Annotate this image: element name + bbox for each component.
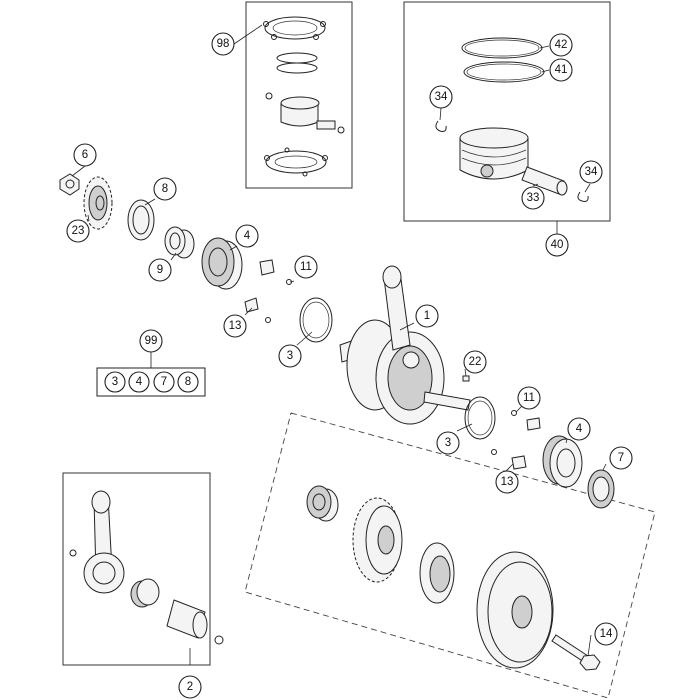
cylinder-head-gasket: [263, 16, 326, 40]
svg-text:2: 2: [187, 681, 193, 693]
crankshaft: [339, 265, 471, 425]
callout-14[interactable]: 14: [594, 622, 618, 646]
piston-ring-42: [461, 37, 543, 59]
svg-text:99: 99: [145, 335, 158, 347]
piston-kit-frame: [403, 1, 611, 222]
callout-6[interactable]: 6: [73, 143, 97, 167]
svg-text:7: 7: [161, 376, 167, 388]
kit-99-item-3[interactable]: 3: [104, 371, 126, 393]
rotor-bolt-14: [551, 634, 601, 671]
spacer-9: [164, 226, 195, 259]
primary-gear: [352, 497, 403, 583]
seal-ring-7: [587, 469, 615, 509]
gasket-rings: [276, 52, 318, 74]
crank-pin: [166, 599, 224, 645]
svg-text:1: 1: [424, 310, 430, 322]
callout-99[interactable]: 99: [139, 329, 163, 353]
shim-ring-3-right: [464, 396, 496, 440]
kit-99-item-4[interactable]: 4: [128, 371, 150, 393]
callout-22[interactable]: 22: [463, 350, 487, 374]
callout-11-left[interactable]: 11: [294, 255, 318, 279]
callout-34-right[interactable]: 34: [579, 160, 603, 184]
svg-text:6: 6: [82, 149, 88, 161]
callout-2[interactable]: 2: [178, 675, 202, 699]
callout-98[interactable]: 98: [211, 32, 235, 56]
connecting-rod: [69, 490, 125, 594]
leader-lines: [71, 24, 607, 665]
svg-text:3: 3: [287, 350, 293, 362]
callout-40[interactable]: 40: [545, 233, 569, 257]
conrod-kit-frame: [62, 472, 211, 666]
callout-13-left[interactable]: 13: [223, 314, 247, 338]
piston: [459, 127, 529, 180]
bearing-shells-right: [491, 410, 541, 470]
callout-3-left[interactable]: 3: [278, 344, 302, 368]
callout-33[interactable]: 33: [521, 186, 545, 210]
callout-1[interactable]: 1: [415, 304, 439, 328]
svg-text:41: 41: [555, 64, 568, 76]
seal-ring-8: [127, 199, 155, 241]
svg-text:9: 9: [157, 264, 163, 276]
svg-text:11: 11: [300, 261, 312, 273]
primary-gear-group-frame: [244, 412, 656, 699]
callout-41[interactable]: 41: [549, 58, 573, 82]
callout-34-left[interactable]: 34: [429, 85, 453, 109]
svg-text:23: 23: [72, 225, 85, 237]
callout-11-right[interactable]: 11: [517, 386, 541, 410]
callout-4-left[interactable]: 4: [235, 224, 259, 248]
conrod-bearing: [130, 578, 160, 608]
bearing-4-right: [542, 435, 583, 488]
svg-text:4: 4: [136, 376, 143, 388]
needle-bearing: [306, 485, 339, 522]
callout-42[interactable]: 42: [549, 33, 573, 57]
callout-23[interactable]: 23: [66, 219, 90, 243]
svg-text:13: 13: [501, 476, 514, 488]
svg-text:11: 11: [523, 392, 535, 404]
svg-text:14: 14: [600, 628, 613, 640]
callout-4-right[interactable]: 4: [567, 417, 591, 441]
cylinder-base-gasket: [264, 147, 328, 177]
callout-7[interactable]: 7: [609, 446, 633, 470]
nut-6: [59, 173, 80, 196]
flywheel-rotor: [476, 551, 554, 669]
bearing-shells-left: [244, 259, 292, 323]
svg-text:22: 22: [469, 356, 482, 368]
freewheel: [419, 542, 455, 604]
svg-text:3: 3: [445, 437, 451, 449]
piston-pin: [521, 166, 568, 196]
svg-text:40: 40: [551, 239, 564, 251]
svg-text:34: 34: [435, 91, 448, 103]
svg-text:33: 33: [527, 192, 540, 204]
piston-pin-circlips: [435, 120, 589, 202]
svg-text:98: 98: [217, 38, 230, 50]
svg-text:8: 8: [185, 376, 191, 388]
svg-text:4: 4: [576, 423, 583, 435]
kit-99-item-7[interactable]: 7: [153, 371, 175, 393]
gear-23: [83, 176, 113, 230]
svg-text:3: 3: [112, 376, 118, 388]
svg-text:13: 13: [229, 320, 242, 332]
callout-9[interactable]: 9: [148, 258, 172, 282]
kit-99-item-8[interactable]: 8: [177, 371, 199, 393]
svg-text:42: 42: [555, 39, 568, 51]
shim-ring-3-left: [299, 297, 333, 343]
callout-8[interactable]: 8: [153, 177, 177, 201]
gasket-set-frame: [245, 1, 353, 189]
svg-text:8: 8: [162, 183, 168, 195]
callout-3-right[interactable]: 3: [436, 431, 460, 455]
callout-13-right[interactable]: 13: [495, 470, 519, 494]
bearing-4-left: [201, 237, 243, 290]
svg-text:34: 34: [585, 166, 598, 178]
small-piston: [265, 92, 345, 134]
svg-text:7: 7: [618, 452, 624, 464]
svg-text:4: 4: [244, 230, 251, 242]
piston-ring-41: [463, 61, 545, 83]
woodruff-key-22: [462, 375, 470, 382]
